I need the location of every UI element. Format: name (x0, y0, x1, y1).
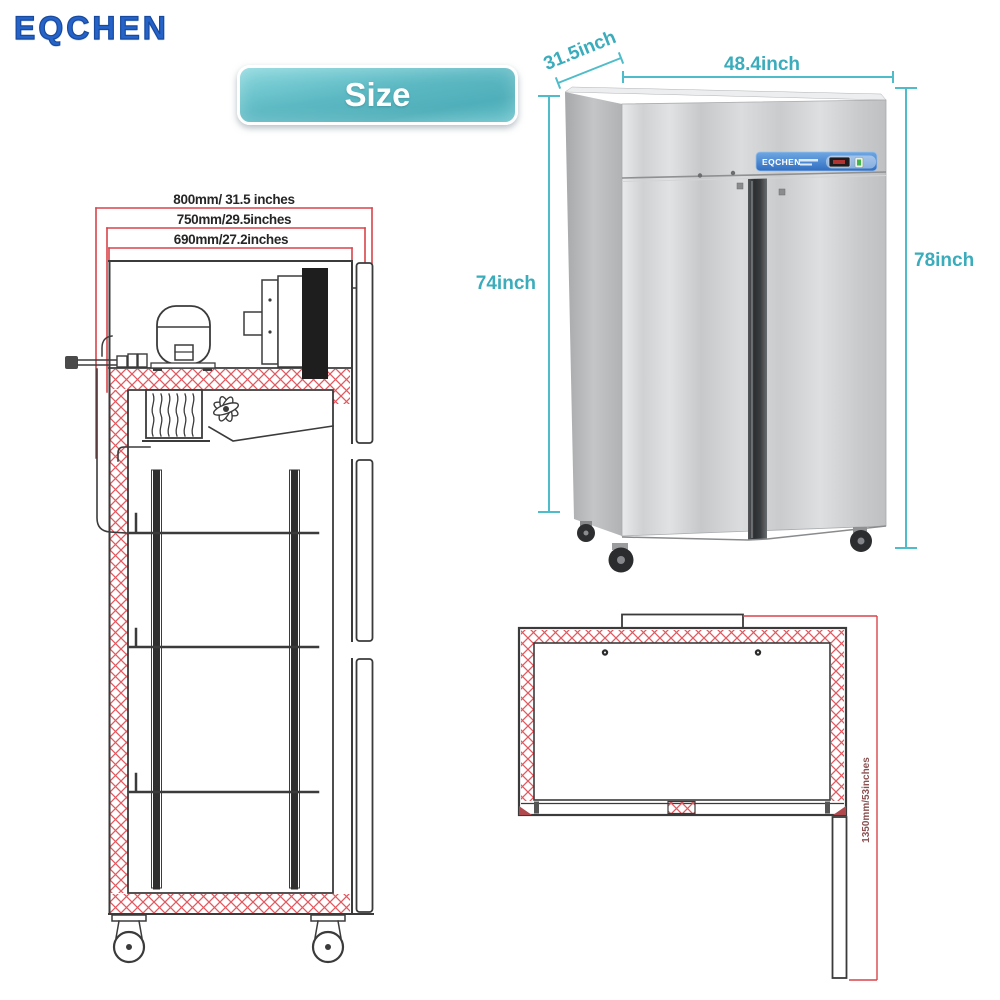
top-view-inner-liner (533, 642, 831, 801)
door-end-cap (534, 801, 539, 814)
power-button-light (857, 159, 861, 166)
display-digits (833, 160, 845, 164)
height-front-dim-label: 74inch (476, 273, 536, 294)
panel-fine-print (800, 163, 812, 166)
shelf-rails (151, 469, 300, 890)
fridge-side-face (565, 92, 622, 536)
panel-fine-print (800, 159, 818, 162)
panel-screw (730, 170, 736, 176)
brand-logo: EQCHEN (13, 9, 169, 46)
dim-label-750: 750mm/29.5inches (177, 212, 292, 227)
door-top-seam-highlight (621, 175, 887, 182)
service-valve (65, 335, 148, 534)
door-handles (748, 178, 767, 540)
photo-casters (577, 521, 872, 573)
corner-mark (519, 806, 532, 815)
photo-dimension-lines (538, 52, 917, 549)
corner-mark (833, 806, 846, 815)
control-panel: EQCHEN (755, 151, 878, 172)
condenser (243, 268, 328, 379)
top-view-hatch-right (831, 643, 844, 801)
evaporator-fan (207, 395, 334, 442)
evaporator (117, 389, 210, 462)
size-badge-label: Size (344, 76, 411, 113)
side-view-dimension-lines (95, 207, 373, 459)
fridge-top-face (564, 86, 887, 101)
depth-dim-label: 31.5inch (541, 27, 619, 75)
height-total-dim-label: 78inch (914, 250, 974, 271)
shelves (128, 512, 320, 794)
hinge-pin-center (757, 651, 759, 654)
dim-label-800: 800mm/ 31.5 inches (173, 192, 294, 207)
top-view-depth-label: 1350mm/53inches (861, 757, 872, 843)
compressor (150, 305, 216, 371)
top-view-tab (621, 613, 744, 629)
width-dim-label: 48.4inch (724, 54, 800, 75)
top-view-dimension-line (743, 615, 878, 981)
top-view-hatch-top (521, 630, 844, 643)
panel-screw (697, 173, 703, 178)
hinge-pin-center (604, 651, 606, 654)
cabinet-outline (108, 260, 374, 915)
door-hinge (736, 182, 744, 190)
door-end-cap (825, 801, 830, 814)
top-view-hatch-left (521, 643, 534, 801)
panel-brand-text: EQCHEN (762, 157, 801, 167)
door-top-seam (621, 171, 887, 179)
open-door-swing (831, 816, 848, 979)
product-photo: EQCHEN (476, 27, 974, 573)
door-hinge (778, 188, 786, 196)
side-view-drawing: 800mm/ 31.5 inches 750mm/29.5inches 690m… (65, 192, 374, 964)
insulation-hatch (110, 369, 350, 913)
center-mullion (667, 800, 696, 815)
door-panel-sections (355, 262, 374, 913)
dim-label-690: 690mm/27.2inches (174, 232, 289, 247)
top-view-drawing: 1350mm/53inches (517, 613, 878, 981)
size-badge: Size (237, 65, 518, 125)
drawing-casters (111, 914, 346, 964)
fridge-bottom-edge (621, 525, 887, 541)
